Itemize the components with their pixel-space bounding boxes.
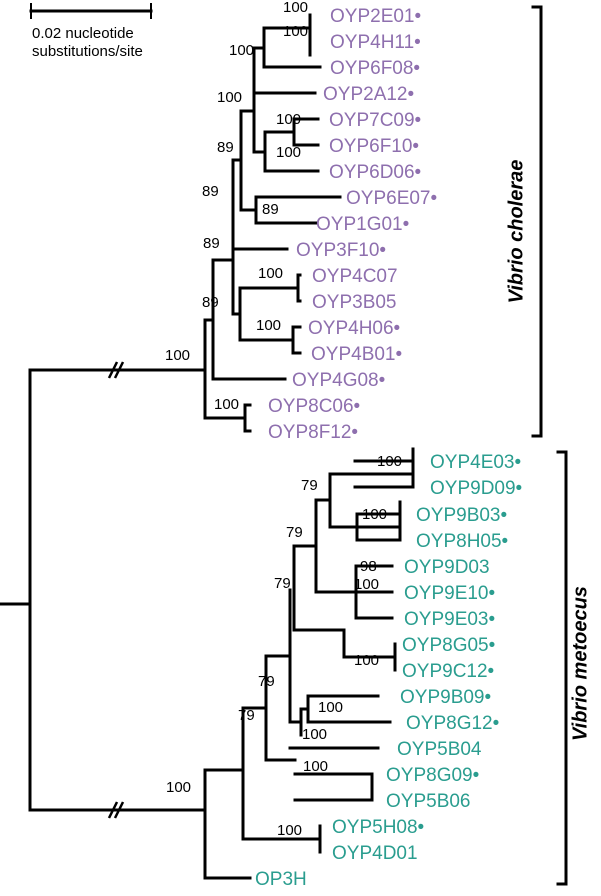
- leaf-label: OYP2A12•: [323, 84, 414, 105]
- leaf-label: OYP4H11•: [330, 32, 421, 53]
- support-value-m_root: 100: [166, 779, 191, 796]
- support-value-m_4e03: 100: [377, 453, 402, 470]
- support-value-c_4h11: 100: [283, 23, 308, 40]
- branch-break-metoecus-0: [107, 801, 119, 819]
- tree-branches: [0, 3, 568, 886]
- support-value-c_6f10: 100: [276, 144, 301, 161]
- leaf-label: OYP8C06•: [268, 396, 360, 417]
- leaf-label: OYP5B06: [386, 791, 471, 812]
- support-value-c_4h06: 100: [256, 317, 281, 334]
- clade-label-vibrio-cholerae: Vibrio cholerae: [505, 159, 528, 304]
- support-value-c_6e07: 89: [262, 201, 279, 218]
- leaf-label: OYP8G09•: [386, 765, 479, 786]
- leaf-label: OYP4G08•: [292, 370, 385, 391]
- support-value-m_b: 79: [286, 524, 303, 541]
- leaf-label: OYP5H08•: [332, 817, 424, 838]
- leaf-label: OYP4C07: [312, 266, 398, 287]
- leaf-label: OYP7C09•: [329, 110, 421, 131]
- support-value-m_a: 79: [301, 477, 318, 494]
- support-value-c_4c07: 100: [258, 265, 283, 282]
- leaf-label: OYP6D06•: [329, 162, 421, 183]
- support-value-c_chol_root: 100: [165, 347, 190, 364]
- leaf-label: OYP9B09•: [400, 687, 491, 708]
- support-value-c_c: 89: [202, 183, 219, 200]
- leaf-label: OYP5B04: [397, 739, 482, 760]
- support-value-m_5b04: 100: [302, 726, 327, 743]
- leaf-label: OYP3B05: [312, 292, 397, 313]
- leaf-label: OYP6E07•: [346, 188, 437, 209]
- leaf-label: OYP6F10•: [329, 136, 419, 157]
- leaf-label: OYP9B03•: [416, 505, 507, 526]
- support-value-m_9b09: 100: [318, 699, 343, 716]
- support-value-m_d: 79: [258, 673, 275, 690]
- support-values: 100 100 100 100 100 100 89 89 89 89 100 89 100 100 100…: [165, 0, 402, 839]
- leaf-label: OYP8H05•: [416, 531, 508, 552]
- leaf-label: OYP3F10•: [296, 240, 386, 261]
- clade-label-vibrio-metoecus: Vibrio metoecus: [569, 586, 592, 741]
- branch-break-metoecus-1: [113, 801, 125, 819]
- support-value-m_e: 79: [238, 707, 255, 724]
- support-value-c_e: 89: [202, 294, 219, 311]
- leaf-label: OYP8F12•: [268, 422, 358, 443]
- leaf-label: OYP9E03•: [404, 609, 495, 630]
- scale-bar-label: 0.02 nucleotide substitutions/site: [32, 25, 143, 61]
- leaf-label: OYP4D01: [332, 843, 418, 864]
- support-value-c_8c06: 100: [214, 396, 239, 413]
- support-value-c_b: 89: [217, 139, 234, 156]
- leaf-label: OYP1G01•: [316, 214, 409, 235]
- leaf-label: OYP2E01•: [330, 6, 421, 27]
- leaf-label: OYP4E03•: [430, 452, 521, 473]
- leaf-label: OP3H: [255, 869, 307, 890]
- leaf-label: OYP8G05•: [402, 635, 495, 656]
- support-value-m_8g05: 100: [354, 652, 379, 669]
- support-value-m_9d03: 98: [360, 558, 377, 575]
- scale-bar-label-line1: 0.02 nucleotide: [32, 25, 134, 42]
- branch-break-cholerae-1: [113, 361, 125, 379]
- leaf-label: OYP9C12•: [402, 661, 494, 682]
- support-value-m_9e10: 100: [354, 576, 379, 593]
- support-value-m_8g09: 100: [303, 758, 328, 775]
- leaf-labels: OYP2E01• OYP4H11• OYP6F08• OYP2A12• OYP7C09•…: [255, 6, 522, 890]
- leaf-label: OYP9D09•: [430, 478, 522, 499]
- support-value-m_5h08: 100: [277, 822, 302, 839]
- support-value-c_a: 100: [217, 89, 242, 106]
- leaf-label: OYP8G12•: [406, 713, 499, 734]
- support-value-c_2e01_4h11: 100: [283, 0, 308, 16]
- support-value-c_top3: 100: [229, 42, 254, 59]
- support-value-m_9b03: 100: [362, 506, 387, 523]
- leaf-label: OYP4B01•: [311, 344, 402, 365]
- support-value-c_7c09: 100: [276, 111, 301, 128]
- leaf-label: OYP9E10•: [404, 583, 495, 604]
- leaf-label: OYP9D03: [404, 557, 490, 578]
- support-value-c_d: 89: [203, 235, 220, 252]
- leaf-label: OYP6F08•: [330, 58, 420, 79]
- branch-break-cholerae-0: [107, 361, 119, 379]
- support-value-m_c: 79: [274, 575, 291, 592]
- leaf-label: OYP4H06•: [308, 318, 400, 339]
- scale-bar-label-line2: substitutions/site: [32, 43, 143, 60]
